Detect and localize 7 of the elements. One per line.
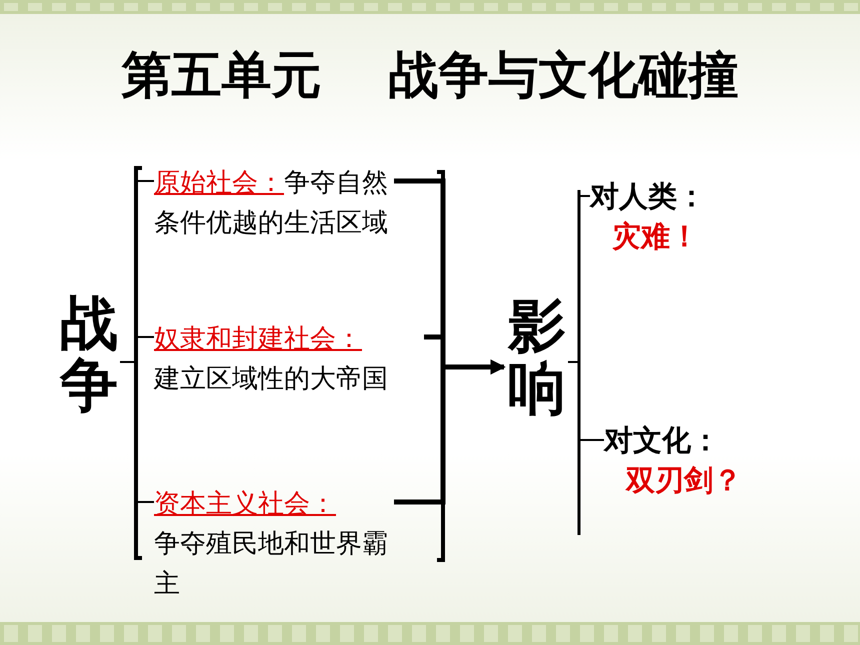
- heading-word: 影响: [506, 295, 568, 419]
- heading-word: 战争: [58, 292, 120, 416]
- arrow: [394, 360, 506, 504]
- title: 第五单元 战争与文化碰撞: [120, 45, 740, 106]
- connector-line: [568, 361, 604, 441]
- impact-text: 对人类： 灾难！: [590, 176, 760, 256]
- impact-text: 对文化： 双刃剑？: [604, 420, 774, 500]
